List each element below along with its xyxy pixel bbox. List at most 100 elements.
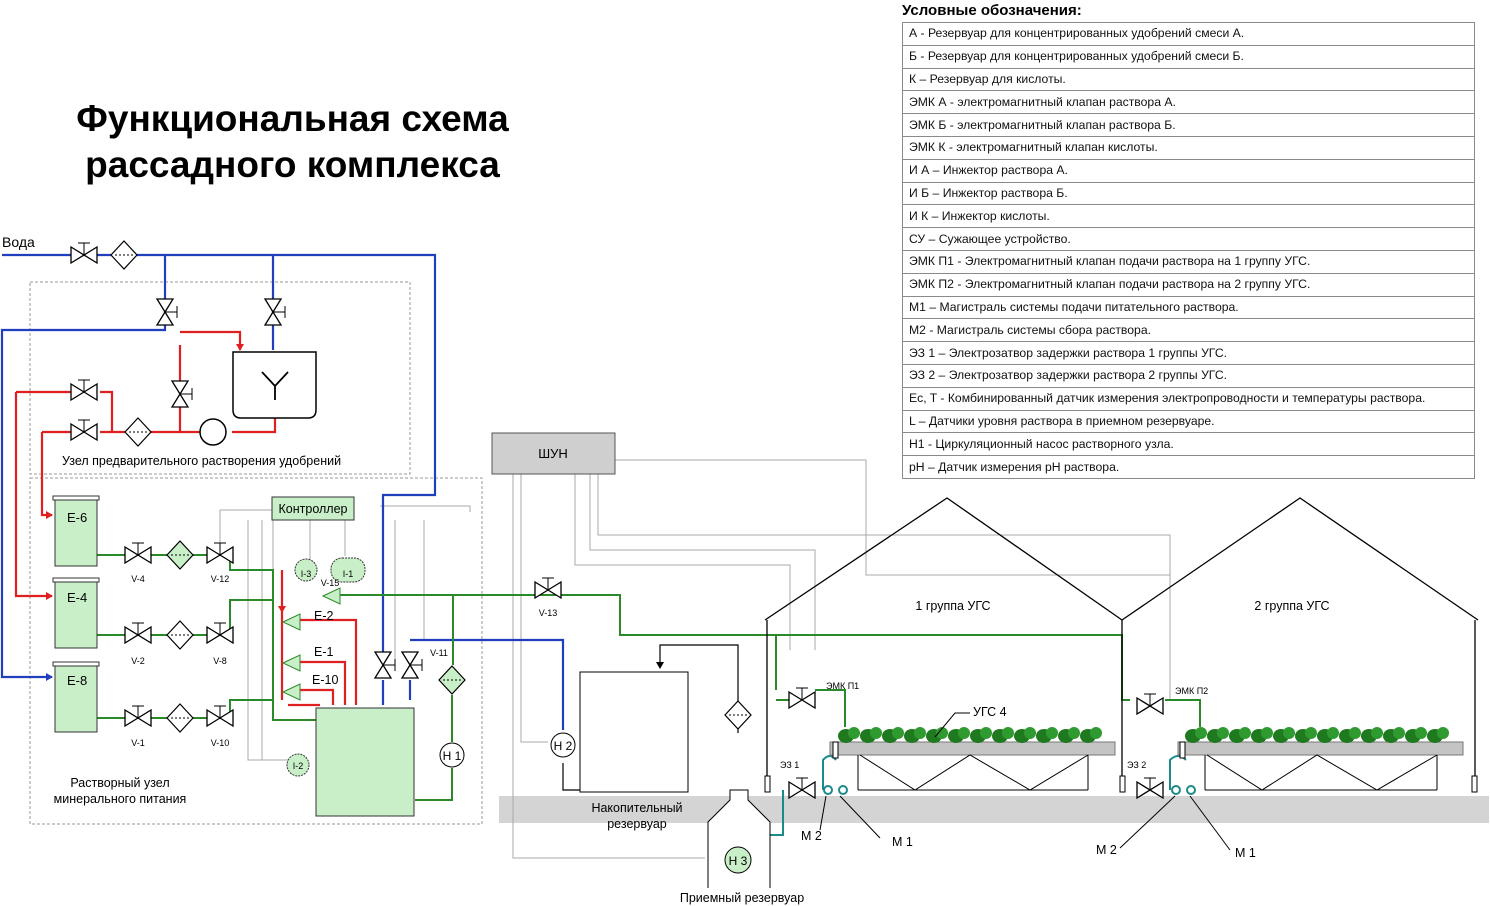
plant-icon xyxy=(1383,727,1405,743)
sensor-i3-icon xyxy=(294,558,318,582)
valve-icon xyxy=(124,705,152,728)
plant-icon xyxy=(1229,727,1251,743)
title-line-1: Функциональная схема xyxy=(76,98,509,139)
legend-row: Н1 - Циркуляционный насос растворного уз… xyxy=(902,432,1475,457)
plant-icon xyxy=(1295,727,1317,743)
plant-icon xyxy=(904,727,926,743)
plants xyxy=(838,727,1449,743)
label-group1: 1 группа УГС xyxy=(915,599,990,613)
legend-item: ЭЗ 2 – Электрозатвор задержки раствора 2… xyxy=(902,363,1475,388)
label-controller: Контроллер xyxy=(279,502,348,516)
filter-icon xyxy=(438,665,466,695)
valve-icon xyxy=(70,419,98,442)
label-v15: V-15 xyxy=(321,578,340,588)
drain-post-2b xyxy=(1179,741,1186,759)
drain-post-1a xyxy=(764,775,771,793)
shun-box xyxy=(491,432,616,475)
plant-icon xyxy=(970,727,992,743)
valves xyxy=(70,242,1164,800)
legend-item: ЭМК К - электромагнитный клапан кислоты. xyxy=(902,135,1475,160)
label-h1: Н 1 xyxy=(443,749,462,763)
legend-row: М2 - Магистраль системы сбора раствора. xyxy=(902,318,1475,343)
prep-pump-icon xyxy=(199,418,227,446)
concentrate-lines xyxy=(14,330,358,707)
pump-h3-icon xyxy=(724,846,752,874)
valve-icon xyxy=(788,777,816,800)
filter-icon xyxy=(166,540,194,570)
label-emk-p1: ЭМК П1 xyxy=(826,681,859,691)
valve-icon xyxy=(534,577,562,600)
plant-icon xyxy=(1405,727,1427,743)
label-m1-a: М 1 xyxy=(892,835,913,849)
valve-icon xyxy=(788,687,816,710)
legend-row: ЭМК К - электромагнитный клапан кислоты. xyxy=(902,135,1475,160)
plant-icon xyxy=(838,727,860,743)
legend-row: ЭМК П1 - Электромагнитный клапан подачи … xyxy=(902,249,1475,274)
label-v10: V-10 xyxy=(211,738,230,748)
label-m2-b: М 2 xyxy=(1096,843,1117,857)
label-solution-unit-1: Растворный узел xyxy=(70,776,169,790)
legend-item: ЭМК А - электромагнитный клапан раствора… xyxy=(902,90,1475,115)
label-v13: V-13 xyxy=(539,608,558,618)
plant-icon xyxy=(1339,727,1361,743)
filter-icon xyxy=(166,703,194,733)
diagram-labels: Вода Узел предварительного растворения у… xyxy=(2,234,1330,905)
label-ez2: ЭЗ 2 xyxy=(1127,760,1146,770)
plant-icon xyxy=(1058,727,1080,743)
plant-icon xyxy=(1036,727,1058,743)
growing-table-2 xyxy=(1177,741,1464,791)
title-line-2: рассадного комплекса xyxy=(85,144,500,185)
valve-icon xyxy=(70,379,98,402)
plant-icon xyxy=(1185,727,1207,743)
solution-unit-box xyxy=(29,477,483,825)
legend-row: ЭМК А - электромагнитный клапан раствора… xyxy=(902,90,1475,115)
plant-icon xyxy=(1427,727,1449,743)
mixer-icon xyxy=(261,371,289,400)
label-ugs4: УГС 4 xyxy=(973,705,1007,719)
prep-unit-box xyxy=(29,281,411,475)
valve-icon xyxy=(155,298,178,326)
legend-item: К – Резервуар для кислоты. xyxy=(902,67,1475,92)
label-m2-a: М 2 xyxy=(801,829,822,843)
label-v2: V-2 xyxy=(131,656,145,666)
label-storage-1: Накопительный xyxy=(591,801,682,815)
label-e2: Е-2 xyxy=(314,609,334,623)
storage-tank xyxy=(579,671,689,793)
plant-icon xyxy=(1317,727,1339,743)
label-receiving: Приемный резервуар xyxy=(680,891,804,905)
drain-post-1b xyxy=(832,741,839,759)
label-v4: V-4 xyxy=(131,574,145,584)
legend-item: М2 - Магистраль системы сбора раствора. xyxy=(902,318,1475,343)
label-ez1: ЭЗ 1 xyxy=(780,760,799,770)
drain-post-3 xyxy=(1471,775,1478,793)
controller-box xyxy=(271,496,355,521)
label-e1: Е-1 xyxy=(314,645,334,659)
receiving-tank xyxy=(707,789,771,888)
legend-row: L – Датчики уровня раствора в приемном р… xyxy=(902,409,1475,434)
plant-icon xyxy=(992,727,1014,743)
plant-icon xyxy=(1014,727,1036,743)
pipe-m1-icon xyxy=(838,785,848,795)
valve-icon xyxy=(263,298,286,326)
tank-e4 xyxy=(52,577,100,649)
label-v8: V-8 xyxy=(213,656,227,666)
plant-icon xyxy=(882,727,904,743)
label-e8: Е-8 xyxy=(67,673,87,688)
valve-icon xyxy=(124,622,152,645)
plant-icon xyxy=(1207,727,1229,743)
legend: Условные обозначения: А - Резервуар для … xyxy=(902,0,1478,479)
plant-icon xyxy=(1080,727,1102,743)
pipe-m2b-icon xyxy=(1171,785,1181,795)
label-i2: I-2 xyxy=(293,761,304,771)
legend-item: Н1 - Циркуляционный насос растворного уз… xyxy=(902,432,1475,457)
label-storage-2: резервуар xyxy=(607,817,667,831)
label-water: Вода xyxy=(2,234,35,250)
label-shun: ШУН xyxy=(538,446,568,461)
filter-icon xyxy=(724,700,752,730)
filter-icon xyxy=(110,240,138,270)
page-title: Функциональная схема рассадного комплекс… xyxy=(20,96,565,188)
label-v12: V-12 xyxy=(211,574,230,584)
pump-h2-icon xyxy=(550,732,576,758)
tank-e8 xyxy=(52,661,100,733)
legend-row: pH – Датчик измерения pH раствора. xyxy=(902,455,1475,479)
